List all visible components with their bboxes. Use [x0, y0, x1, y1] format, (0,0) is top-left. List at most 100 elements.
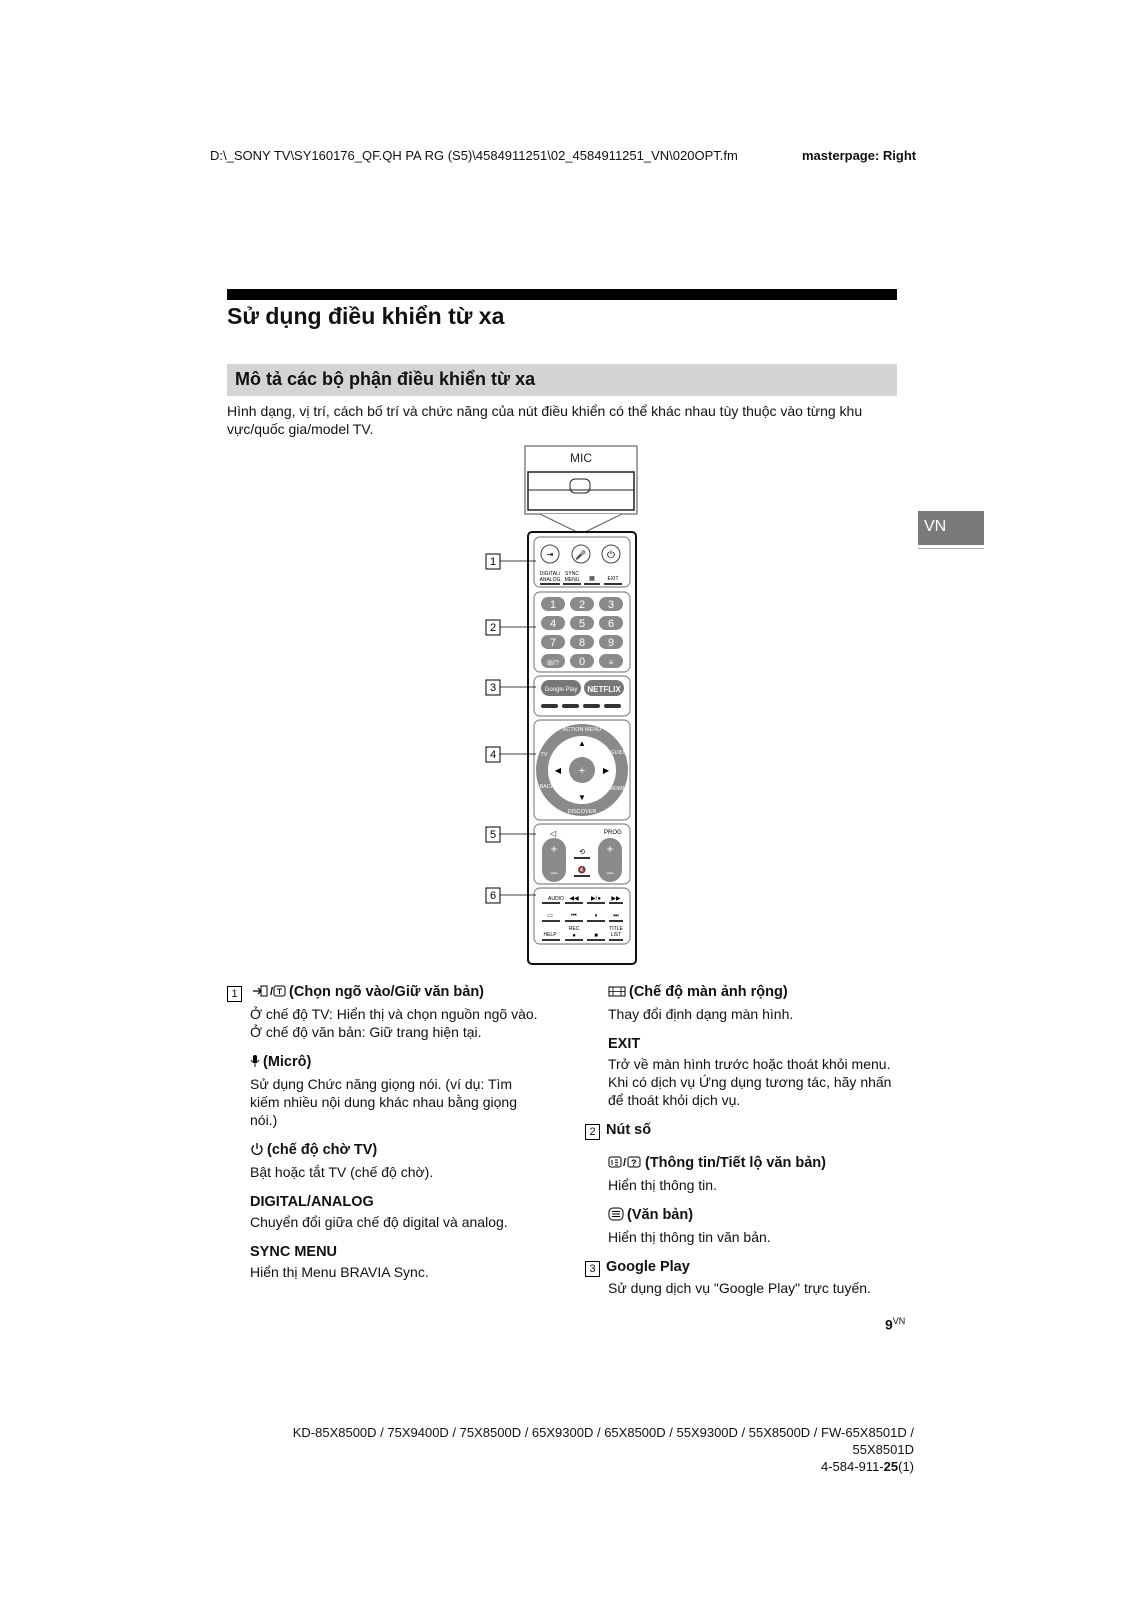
footer-code-prefix: 4-584-911- [821, 1459, 884, 1474]
wide-mode-title: (Chế độ màn ảnh rộng) [629, 984, 788, 1000]
digital-analog-title: DIGITAL/ANALOG [250, 1194, 374, 1210]
svg-text:BACK: BACK [540, 784, 555, 790]
page-number-value: 9 [885, 1316, 893, 1333]
item2-title: Nút số [606, 1122, 652, 1138]
svg-text:⇥: ⇥ [547, 550, 554, 559]
svg-text:■: ■ [594, 933, 598, 939]
svg-text:3: 3 [608, 599, 614, 611]
item3-text: Sử dụng dịch vụ "Google Play" trực tuyến… [608, 1280, 871, 1296]
prog-rocker [598, 838, 622, 882]
language-tab-label: VN [924, 518, 947, 535]
svg-text:TV: TV [540, 752, 547, 758]
svg-text:0: 0 [579, 656, 585, 668]
exit-title: EXIT [608, 1036, 641, 1052]
svg-text:5: 5 [490, 829, 496, 841]
input-select-icon: / [252, 984, 286, 1003]
remote-label-digital: DIGITAL/ [540, 571, 561, 577]
standby-title: (chế độ chờ TV) [267, 1142, 378, 1158]
footer-code: 4-584-911-25(1) [293, 1458, 914, 1475]
svg-text:ANALOG: ANALOG [540, 577, 561, 583]
volume-rocker [542, 838, 566, 882]
item3-heading: 3 Google Play [585, 1258, 905, 1277]
svg-text:REC: REC [569, 926, 580, 932]
mic-icon [250, 1054, 260, 1073]
svg-text:/: / [623, 1157, 626, 1169]
exit-line-3: để thoát khỏi dịch vụ. [608, 1092, 741, 1108]
right-column: (Chế độ màn ảnh rộng) Thay đổi định dạng… [585, 983, 905, 1297]
info-title: (Thông tin/Tiết lộ văn bản) [645, 1155, 826, 1171]
remote-control-illustration: MIC ⇥ 🎤 ⏻ DIGITAL/ ANALOG SYNC MENU ▦ EX… [485, 445, 638, 965]
svg-text:4: 4 [550, 618, 556, 630]
svg-text:▦: ▦ [589, 576, 595, 582]
item1-title: (Chọn ngõ vào/Giữ văn bản) [289, 984, 485, 1000]
svg-text:AUDIO: AUDIO [548, 896, 564, 902]
item3-title: Google Play [606, 1259, 690, 1275]
mic-label: MIC [570, 451, 592, 465]
svg-text:1: 1 [490, 556, 496, 568]
header-file-path: D:\_SONY TV\SY160176_QF.QH PA RG (S5)\45… [210, 148, 738, 163]
mic-title: (Micrô) [263, 1054, 312, 1070]
svg-text:ACTION MENU: ACTION MENU [563, 727, 602, 733]
svg-text:◀◀: ◀◀ [569, 896, 579, 902]
svg-text:▶/●: ▶/● [591, 896, 601, 902]
svg-text:–: – [607, 865, 614, 879]
svg-text:GUIDE: GUIDE [610, 750, 628, 756]
svg-text:1: 1 [550, 599, 556, 611]
svg-text:TITLE: TITLE [609, 926, 623, 932]
sync-menu-text: Hiển thị Menu BRAVIA Sync. [250, 1264, 429, 1280]
svg-text:⏻: ⏻ [607, 550, 615, 561]
svg-text:◁: ◁ [550, 829, 557, 838]
svg-text:?: ? [631, 1158, 637, 1168]
page-number-suffix: VN [892, 1316, 906, 1326]
footer-models-line-2: 55X8501D [852, 1442, 914, 1457]
svg-text:⏭: ⏭ [613, 913, 619, 919]
info-text: Hiển thị thông tin. [608, 1177, 717, 1193]
item1-line-1: Ở chế độ TV: Hiển thị và chọn nguồn ngõ … [250, 1006, 538, 1022]
svg-text:⏸: ⏸ [594, 913, 597, 919]
info-reveal-icon: /? [608, 1155, 642, 1174]
remote-label-sync: SYNC [565, 571, 579, 577]
text-text: Hiển thị thông tin văn bản. [608, 1229, 771, 1245]
svg-text:9: 9 [608, 637, 614, 649]
footer: KD-85X8500D / 75X9400D / 75X8500D / 65X9… [293, 1424, 914, 1475]
title-rule [227, 289, 897, 300]
svg-text:3: 3 [490, 682, 496, 694]
svg-text:🔇: 🔇 [578, 865, 587, 874]
svg-text:≡: ≡ [609, 658, 614, 667]
svg-text:HELP: HELP [543, 932, 557, 938]
svg-text:🎤: 🎤 [575, 549, 586, 560]
footer-code-bold: 25 [883, 1459, 899, 1474]
svg-text:2: 2 [579, 599, 585, 611]
standby-heading: (chế độ chờ TV) [250, 1141, 567, 1161]
svg-text:4: 4 [490, 749, 496, 761]
callout-3: 3 [585, 1261, 600, 1277]
svg-text:▼: ▼ [578, 793, 586, 802]
svg-text:6: 6 [490, 890, 496, 902]
power-icon [250, 1142, 264, 1161]
svg-text:8: 8 [579, 637, 585, 649]
svg-text:6: 6 [608, 618, 614, 630]
callout-2: 2 [585, 1124, 600, 1140]
mic-line-3: nói.) [250, 1112, 278, 1128]
text-title: (Văn bản) [627, 1207, 694, 1223]
item2-heading: 2 Nút số [585, 1121, 905, 1140]
text-heading: (Văn bản) [608, 1206, 905, 1226]
svg-text:⊞/?: ⊞/? [547, 660, 559, 667]
svg-text:+: + [550, 842, 557, 856]
svg-text:●: ● [572, 933, 576, 939]
svg-text:2: 2 [490, 622, 496, 634]
mic-line-2: kiếm nhiều nội dung khác nhau bằng giọng [250, 1094, 517, 1110]
page-number: 9VN [885, 1316, 905, 1333]
svg-text:MENU: MENU [565, 577, 580, 583]
page-title: Sử dụng điều khiển từ xa [227, 303, 505, 329]
svg-text:DISCOVER: DISCOVER [568, 809, 597, 815]
digital-analog-text: Chuyển đổi giữa chế độ digital và analog… [250, 1214, 508, 1230]
svg-text:LIST: LIST [611, 932, 622, 938]
remote-label-exit: EXIT [607, 576, 618, 582]
wide-mode-heading: (Chế độ màn ảnh rộng) [608, 983, 905, 1003]
footer-models-line-1: KD-85X8500D / 75X9400D / 75X8500D / 65X9… [292, 1425, 914, 1440]
nav-center [569, 757, 595, 783]
info-heading: /?(Thông tin/Tiết lộ văn bản) [608, 1154, 905, 1174]
section-heading: Mô tả các bộ phận điều khiển từ xa [227, 364, 897, 396]
svg-text:HOME: HOME [610, 786, 627, 792]
